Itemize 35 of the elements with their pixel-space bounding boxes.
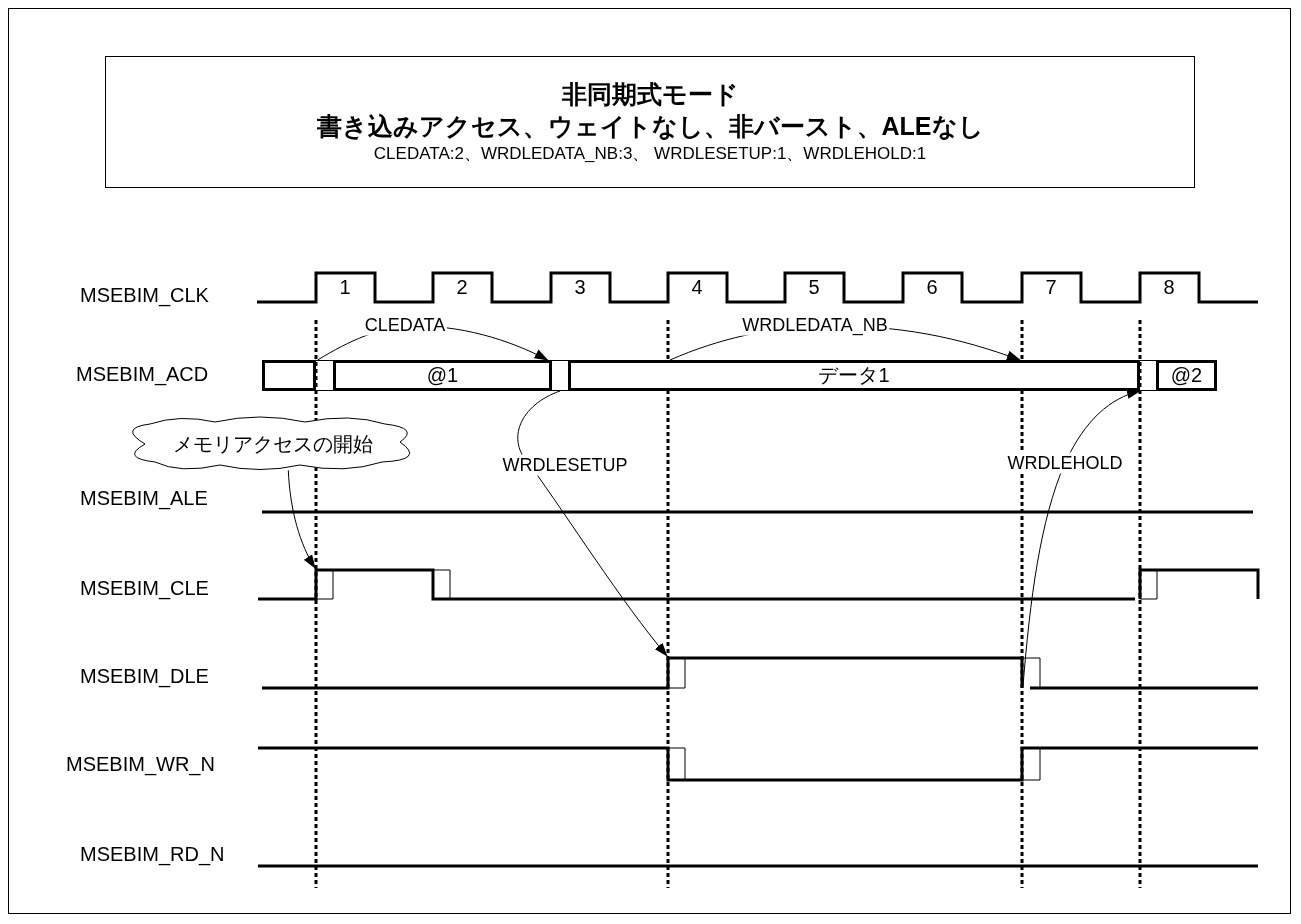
title-text: 書き込みアクセス、ウェイトなし、非バースト、ALEなし: [316, 111, 984, 142]
bus-gap: [1140, 360, 1156, 391]
timing-arrow: [1022, 389, 1141, 687]
signal-name: MSEBIM_ALE: [80, 486, 208, 510]
bus-value: @1: [426, 364, 459, 387]
parameter-text: CLEDATA:2、WRDLEDATA_NB:3、 WRDLESETUP:1、WRDLEHOLD:1: [373, 143, 927, 165]
bus-segment: [333, 360, 552, 391]
callout-text: メモリアクセスの開始: [173, 431, 373, 457]
title-box: [105, 56, 1195, 188]
clock-cycle-number: 3: [574, 275, 586, 299]
bus-gap: [552, 360, 568, 391]
clock-cycle-number: 6: [926, 275, 938, 299]
bus-value: @2: [1170, 364, 1203, 387]
clock-cycle-number: 2: [456, 275, 468, 299]
signal-name: MSEBIM_WR_N: [66, 752, 215, 776]
clock-cycle-number: 7: [1045, 275, 1057, 299]
signal-name: MSEBIM_ACD: [76, 362, 209, 386]
signal-name: MSEBIM_RD_N: [80, 842, 225, 866]
bus-segment: [262, 360, 316, 391]
clock-cycle-number: 1: [339, 275, 351, 299]
bus-value: データ1: [818, 363, 890, 388]
timing-arrow: [517, 390, 668, 657]
bus-segment: [568, 360, 1140, 391]
timing-arrow: [287, 469, 316, 569]
clock-cycle-number: 5: [808, 275, 820, 299]
clock-cycle-number: 4: [691, 275, 703, 299]
edge-label: WRDLESETUP: [500, 454, 630, 476]
bus-segment: [1156, 360, 1217, 391]
title-text: 非同期式モード: [561, 79, 739, 110]
signal-name: MSEBIM_DLE: [80, 664, 209, 688]
signal-name: MSEBIM_CLE: [80, 576, 209, 600]
signal-name: MSEBIM_CLK: [80, 283, 209, 307]
edge-label: WRDLEHOLD: [1005, 452, 1125, 474]
bus-gap: [316, 360, 333, 391]
clock-cycle-number: 8: [1163, 275, 1175, 299]
